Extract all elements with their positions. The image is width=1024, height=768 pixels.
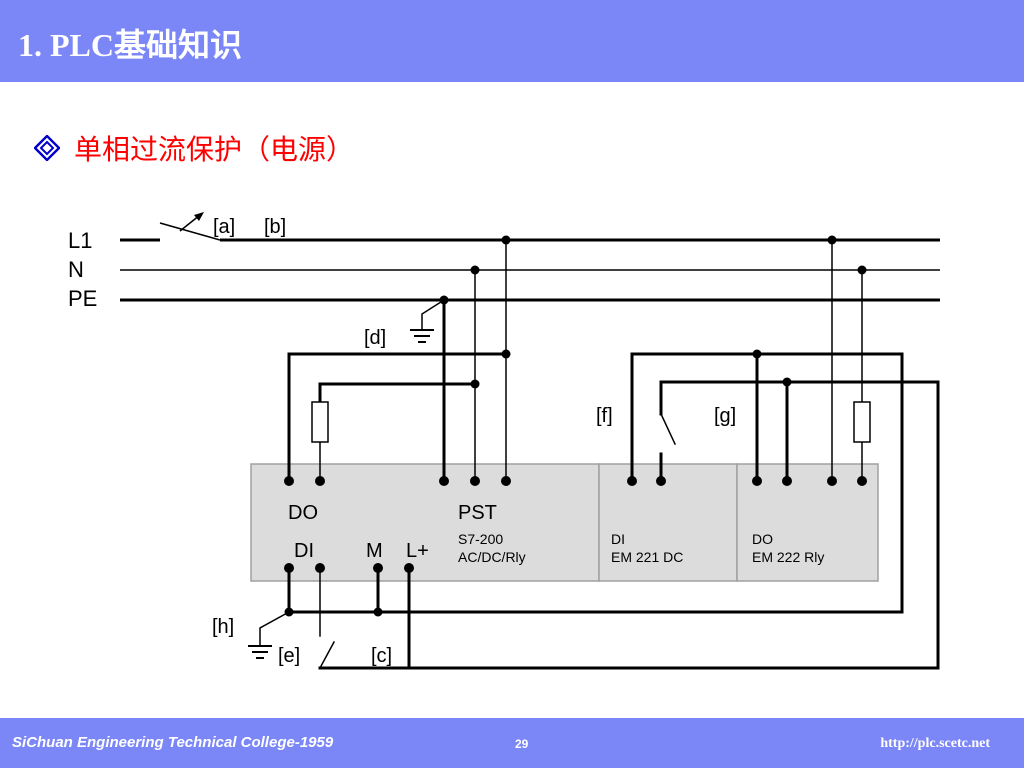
em221-label: DI xyxy=(611,531,625,547)
cpu-module-box xyxy=(250,463,600,582)
wire-em221-upper xyxy=(318,380,940,670)
em221-model: EM 221 DC xyxy=(611,549,683,565)
switch-a-blade xyxy=(159,222,221,241)
cpu-pst-label: PST xyxy=(458,502,497,524)
footer-bar: SiChuan Engineering Technical College-19… xyxy=(0,718,1024,768)
line-label-l1: L1 xyxy=(68,228,92,253)
ground-d-icon xyxy=(410,329,434,343)
terminal-dots xyxy=(284,476,867,573)
line-label-n: N xyxy=(68,257,84,282)
switch-e-blade xyxy=(318,640,336,670)
bullet-row: 单相过流保护（电源） xyxy=(34,128,354,168)
page-title: 1. PLC基础知识 xyxy=(18,27,243,63)
tag-e: [e] xyxy=(278,645,300,667)
bullet-text: 单相过流保护（电源） xyxy=(74,133,355,166)
wire-do1 xyxy=(287,352,508,483)
cpu-model: S7-200 xyxy=(458,531,503,547)
em222-fuse xyxy=(853,401,871,443)
wire-em222-do1-ext xyxy=(287,352,904,614)
tag-c: [c] xyxy=(371,645,392,667)
em222-model: EM 222 Rly xyxy=(752,549,824,565)
cpu-di-label: DI xyxy=(294,540,314,562)
switch-a-arrow-icon xyxy=(179,212,204,232)
cpu-lplus-label: L+ xyxy=(406,540,429,562)
tag-f: [f] xyxy=(596,405,613,427)
wire-do2-upper xyxy=(318,382,477,404)
em222-label: DO xyxy=(752,531,773,547)
diamond-bullet-icon xyxy=(34,135,60,161)
switch-f-blade xyxy=(660,413,676,445)
tag-b: [b] xyxy=(264,216,286,238)
footer-college: SiChuan Engineering Technical College-19… xyxy=(12,734,334,751)
tag-a: [a] xyxy=(213,216,235,238)
line-label-pe: PE xyxy=(68,286,97,311)
cpu-type: AC/DC/Rly xyxy=(458,549,526,565)
junction-dots xyxy=(284,235,867,617)
footer-page-number: 29 xyxy=(515,737,529,751)
wiring-diagram: L1 N PE [a] [b] [d] [f] [g] [h] [e] [c] … xyxy=(68,212,940,670)
cpu-m-label: M xyxy=(366,540,383,562)
footer-url[interactable]: http://plc.scetc.net xyxy=(880,736,990,751)
ground-h-icon xyxy=(248,645,272,659)
tag-h: [h] xyxy=(212,616,234,638)
cpu-fuse xyxy=(311,401,329,443)
em221-module-box xyxy=(598,463,738,582)
module-boxes xyxy=(250,463,879,582)
wire-em221-di1 xyxy=(630,352,759,483)
wire-ground-h xyxy=(259,610,291,647)
wire-ground-d xyxy=(421,298,446,331)
wires xyxy=(259,239,940,670)
tag-d: [d] xyxy=(364,327,386,349)
title-bar: 1. PLC基础知识 xyxy=(0,0,1024,82)
tag-g: [g] xyxy=(714,405,736,427)
cpu-do-label: DO xyxy=(288,502,318,524)
power-lines xyxy=(120,222,940,302)
